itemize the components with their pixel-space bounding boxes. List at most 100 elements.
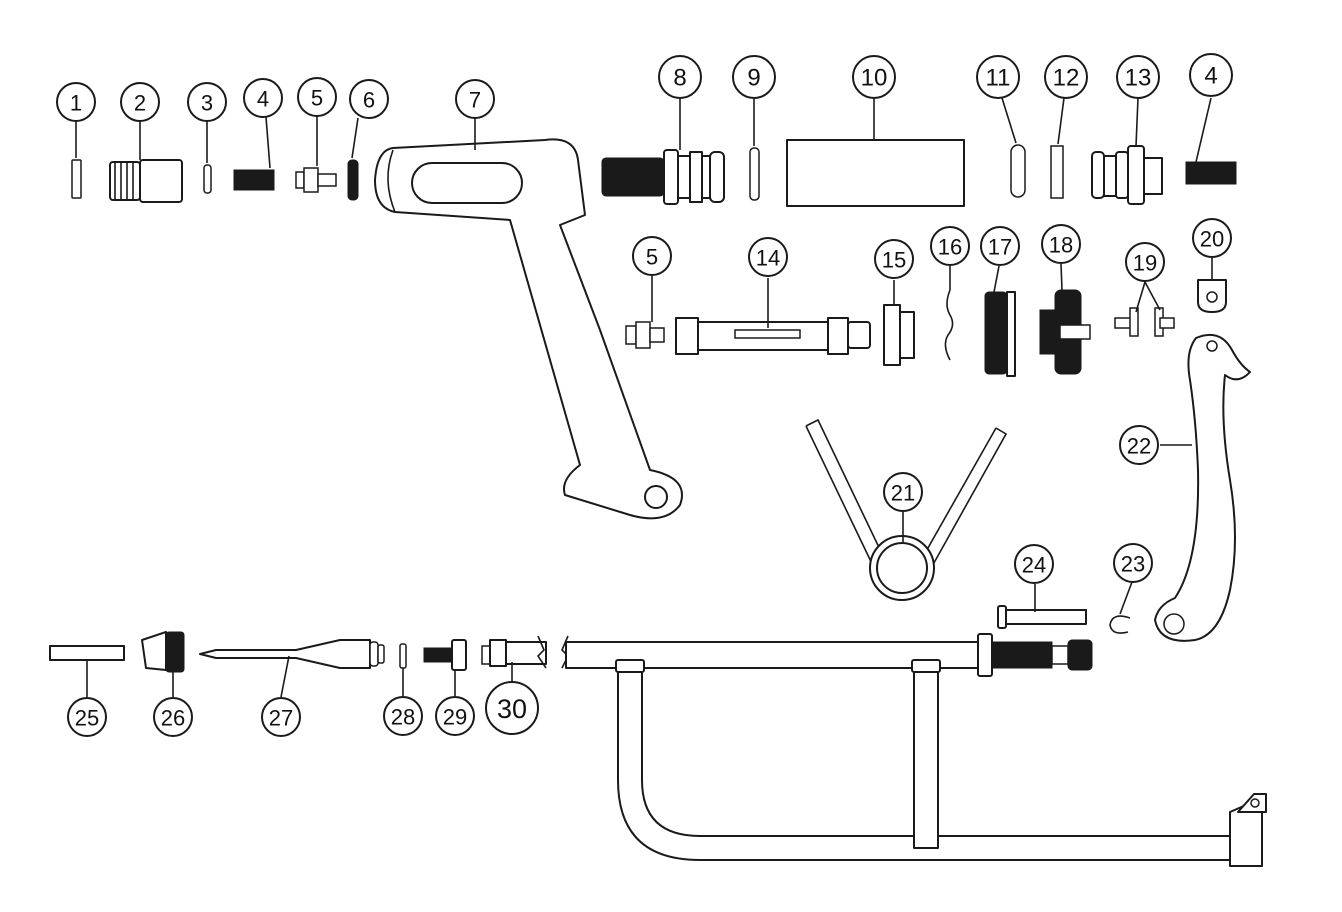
part-16-wire-spring	[944, 289, 954, 361]
callout-label: 15	[882, 248, 906, 273]
callout-26: 26	[153, 697, 193, 737]
callout-6: 6	[349, 79, 389, 119]
callout-23: 23	[1113, 543, 1153, 583]
callout-19: 19	[1125, 242, 1165, 282]
frame-tube-assembly	[561, 633, 1267, 867]
callout-label: 21	[891, 481, 915, 506]
callout-20: 20	[1192, 218, 1232, 258]
part-17-cap	[984, 291, 1016, 377]
part-24-pivot-pin	[997, 605, 1087, 629]
callout-label: 26	[161, 706, 185, 731]
callout-label: 28	[391, 705, 415, 730]
callout-label: 17	[988, 235, 1012, 260]
callout-label: 19	[1133, 251, 1157, 276]
callout-13: 13	[1116, 55, 1160, 99]
callout-24: 24	[1014, 544, 1054, 584]
callout-label: 2	[134, 91, 146, 116]
callout-11: 11	[976, 55, 1020, 99]
callout-label: 4	[1204, 63, 1217, 90]
callout-label: 23	[1121, 552, 1145, 577]
part-21-torsion-spring	[805, 418, 1008, 601]
part-4-spring-left	[233, 169, 275, 191]
part-9-pin	[749, 147, 760, 201]
callout-4: 4	[243, 78, 283, 118]
callout-10: 10	[852, 55, 896, 99]
part-11-pin	[1010, 144, 1026, 198]
part-2-nozzle-nut	[109, 159, 183, 203]
callout-7: 7	[455, 79, 495, 119]
part-18-knob	[1039, 289, 1091, 375]
callout-2: 2	[120, 82, 160, 122]
part-3-pin	[203, 164, 212, 194]
part-5-valve-mid	[625, 321, 665, 349]
callout-8: 8	[658, 55, 702, 99]
part-10-sleeve	[786, 139, 965, 207]
part-8-fitting	[601, 149, 725, 205]
callout-label: 3	[201, 91, 213, 116]
part-20-tab	[1197, 279, 1227, 313]
callout-12: 12	[1044, 55, 1088, 99]
callout-label: 24	[1022, 553, 1046, 578]
callout-label: 4	[257, 87, 269, 112]
callout-label: 7	[469, 88, 481, 113]
callout-1: 1	[56, 82, 96, 122]
callout-label: 13	[1125, 65, 1152, 92]
callout-label: 11	[986, 65, 1011, 92]
callout-29: 29	[435, 696, 475, 736]
part-14-valve-stem	[675, 317, 871, 355]
callout-label: 16	[938, 235, 962, 260]
callout-21: 21	[883, 472, 923, 512]
callout-5: 5	[297, 77, 337, 117]
callout-label: 6	[363, 88, 375, 113]
callout-25: 25	[67, 697, 107, 737]
part-19-clips	[1114, 307, 1175, 337]
callout-label: 5	[646, 245, 658, 270]
callout-30: 30	[485, 681, 539, 735]
part-25-bar	[49, 645, 125, 661]
callout-label: 27	[269, 706, 293, 731]
callout-label: 14	[756, 246, 780, 271]
callout-18: 18	[1041, 224, 1081, 264]
part-29-screw	[423, 639, 467, 671]
part-30-tube-fitting	[481, 635, 547, 669]
part-15-bushing	[883, 304, 915, 366]
callout-label: 1	[70, 91, 82, 116]
callout-label: 25	[75, 706, 99, 731]
callout-label: 8	[673, 65, 686, 92]
callout-label: 5	[311, 86, 323, 111]
callout-label: 9	[747, 65, 760, 92]
callout-27: 27	[261, 697, 301, 737]
callout-label: 29	[443, 705, 467, 730]
callout-28: 28	[383, 696, 423, 736]
leader-lines	[75, 97, 1213, 698]
part-4-spring-right	[1185, 161, 1237, 185]
part-13-fitting	[1091, 145, 1163, 205]
part-26-nozzle-tip	[141, 631, 185, 673]
part-28-pin	[399, 643, 407, 669]
part-1-pin	[71, 159, 82, 199]
callout-4-right: 4	[1189, 53, 1233, 97]
callout-22: 22	[1119, 425, 1159, 465]
callout-14: 14	[748, 237, 788, 277]
part-7-gun-body	[374, 138, 683, 520]
part-12-pin	[1050, 145, 1064, 199]
part-22-trigger	[1154, 334, 1251, 642]
callout-3: 3	[187, 82, 227, 122]
callout-15: 15	[874, 239, 914, 279]
part-6-o-ring	[347, 159, 359, 201]
callout-16: 16	[930, 226, 970, 266]
callout-5-mid: 5	[632, 236, 672, 276]
callout-label: 30	[497, 694, 527, 724]
callout-label: 10	[861, 65, 888, 92]
callout-label: 12	[1053, 65, 1080, 92]
callout-17: 17	[980, 226, 1020, 266]
part-23-e-clip	[1109, 615, 1131, 634]
callout-label: 18	[1049, 233, 1073, 258]
callout-label: 20	[1200, 227, 1224, 252]
part-5-valve-left	[295, 167, 337, 193]
callout-label: 22	[1127, 434, 1151, 459]
part-27-needle	[199, 639, 385, 669]
callout-9: 9	[732, 55, 776, 99]
